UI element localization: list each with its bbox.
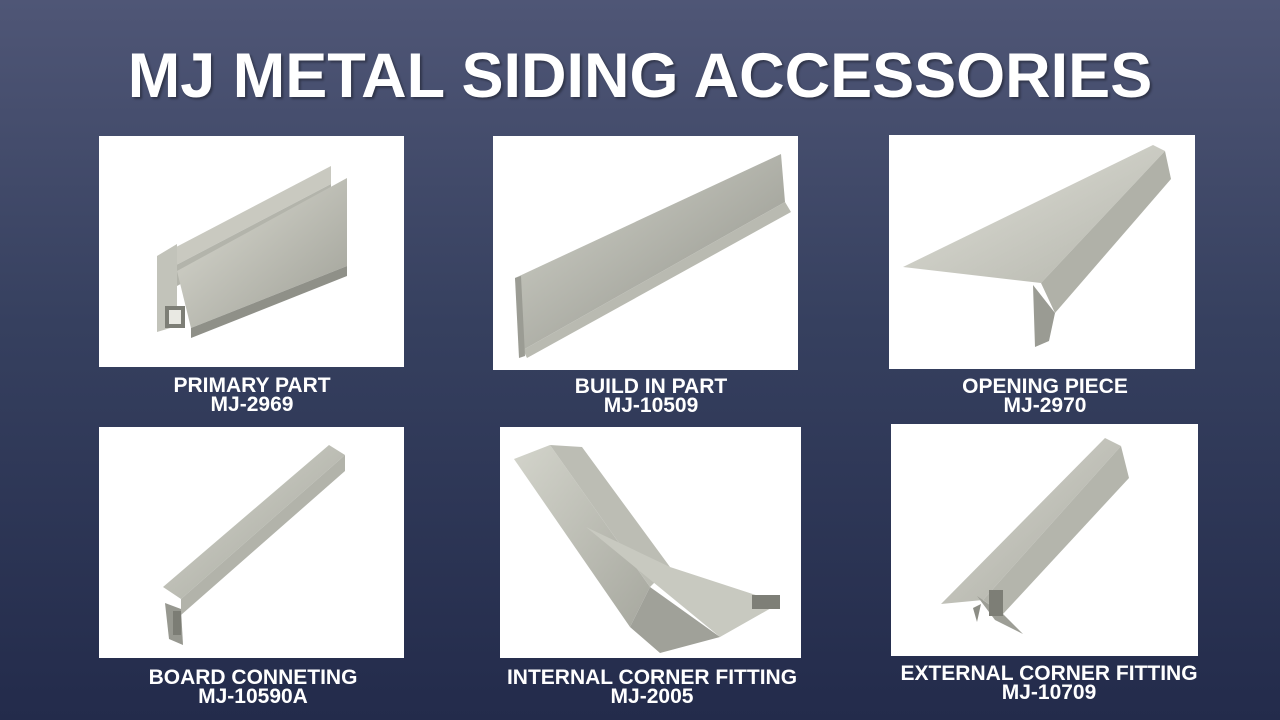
- internal-corner-profile-icon: [514, 445, 780, 653]
- slide-title: MJ METAL SIDING ACCESSORIES: [127, 41, 1153, 111]
- product-name: BUILD IN PART: [574, 375, 728, 398]
- product-photo-board-conneting: [99, 427, 404, 658]
- product-photo-build-in-part: [493, 136, 798, 370]
- product-caption-board-conneting: BOARD CONNETING MJ-10590A: [53, 666, 453, 708]
- product-photo-internal-corner-fitting: [500, 427, 801, 658]
- product-name: EXTERNAL CORNER FITTING: [900, 662, 1198, 685]
- product-code: MJ-2005: [610, 685, 694, 708]
- product-name: OPENING PIECE: [962, 375, 1128, 398]
- product-name: INTERNAL CORNER FITTING: [506, 666, 798, 689]
- product-name: PRIMARY PART: [173, 374, 331, 397]
- product-caption-external-corner-fitting: EXTERNAL CORNER FITTING MJ-10709: [849, 662, 1249, 704]
- product-photo-primary-part: [99, 136, 404, 367]
- product-caption-build-in-part: BUILD IN PART MJ-10509: [451, 375, 851, 417]
- product-code: MJ-10509: [603, 394, 699, 417]
- product-photo-opening-piece: [889, 135, 1195, 369]
- product-code: MJ-10709: [1001, 681, 1097, 704]
- product-caption-primary-part: PRIMARY PART MJ-2969: [52, 374, 452, 416]
- l-angle-profile-icon: [515, 154, 791, 358]
- product-caption-opening-piece: OPENING PIECE MJ-2970: [845, 375, 1245, 417]
- u-channel-profile-icon: [157, 166, 347, 338]
- product-photo-external-corner-fitting: [891, 424, 1198, 656]
- product-code: MJ-10590A: [198, 685, 308, 708]
- product-code: MJ-2969: [210, 393, 294, 416]
- product-name: BOARD CONNETING: [148, 666, 358, 689]
- external-corner-profile-icon: [941, 438, 1129, 634]
- flat-trim-profile-icon: [903, 145, 1171, 347]
- product-caption-internal-corner-fitting: INTERNAL CORNER FITTING MJ-2005: [452, 666, 852, 708]
- h-connector-profile-icon: [163, 445, 345, 645]
- product-code: MJ-2970: [1003, 394, 1087, 417]
